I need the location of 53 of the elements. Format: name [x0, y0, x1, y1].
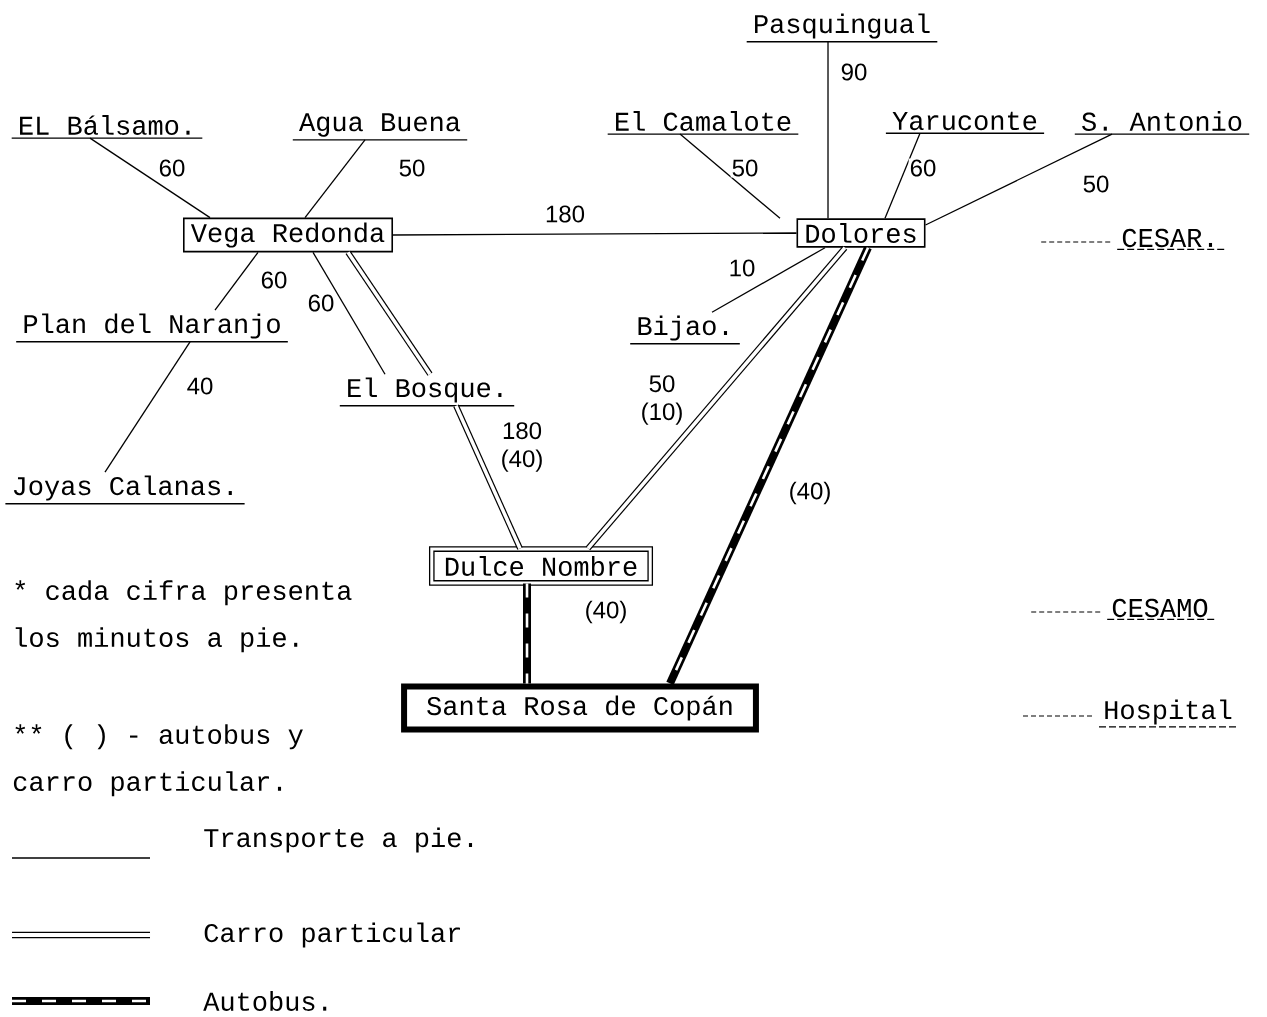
place-box: Vega Redonda [183, 217, 394, 253]
note-text: ** ( ) - autobus y carro particular. [13, 724, 303, 797]
place-name: Pasquingual [746, 13, 939, 43]
place-name: Agua Buena [292, 113, 468, 141]
route-line [89, 137, 211, 219]
time-label: 60 [259, 270, 289, 290]
route-line [679, 133, 781, 219]
route-line [104, 341, 191, 473]
time-label: 50 (10) [636, 374, 688, 426]
time-label: 50 [397, 158, 427, 178]
route-line [884, 132, 921, 219]
place-box: Dolores [796, 218, 926, 248]
time-label: 50 [1081, 174, 1111, 194]
route-line [392, 232, 798, 236]
time-label: 90 [839, 62, 869, 82]
route-line [523, 583, 531, 684]
time-label: 50 [730, 158, 760, 178]
route-line [453, 404, 523, 550]
place-name: Plan del Naranjo [15, 313, 289, 343]
legend-text: Carro particular [204, 922, 460, 948]
time-label: 60 [306, 293, 336, 313]
place-name: Joyas Calanas. [4, 475, 246, 505]
facility-key: CESAR. [1040, 228, 1226, 250]
route-line [312, 251, 386, 375]
route-line [827, 41, 829, 219]
legend-text: Transporte a pie. [204, 827, 473, 853]
route-line [304, 139, 366, 219]
place-box: Santa Rosa de Copán [401, 683, 759, 733]
route-line [345, 250, 433, 376]
place-name: El Bosque. [339, 377, 515, 407]
time-label: 180 [544, 204, 587, 224]
note-text: * cada cifra presenta los minutos a pie. [15, 580, 352, 653]
time-label: (40) [583, 599, 629, 625]
facility-key: CESAMO [1030, 598, 1216, 620]
time-label: 180 (40) [491, 421, 553, 473]
place-name: Yaruconte [885, 111, 1045, 134]
legend-text: Autobus. [203, 991, 327, 1011]
place-name: El Camalote [607, 111, 800, 135]
route-line [711, 247, 826, 313]
place-name: EL Bálsamo. [11, 115, 203, 139]
route-line [924, 133, 1113, 226]
route-line [585, 245, 848, 551]
place-name: Bijao. [629, 315, 741, 345]
route-line [666, 246, 872, 686]
place-box: Dulce Nombre [429, 546, 653, 586]
time-label: 40 [185, 376, 215, 396]
route-line [214, 251, 259, 311]
place-name: S. Antonio [1074, 111, 1250, 135]
time-label: 10 [727, 258, 757, 278]
facility-key: Hospital [1022, 699, 1240, 728]
time-label: (40) [787, 480, 833, 506]
time-label: 60 [157, 158, 187, 178]
time-label: 60 [908, 158, 938, 178]
